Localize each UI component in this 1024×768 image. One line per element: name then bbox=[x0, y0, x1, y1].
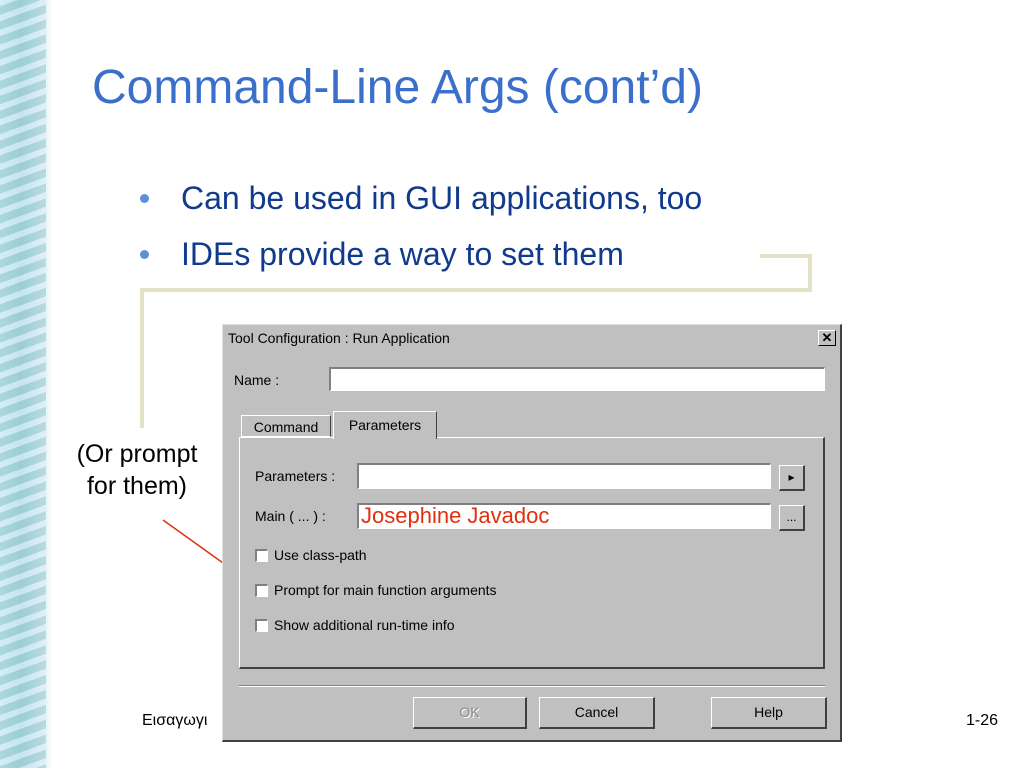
cancel-button[interactable]: Cancel bbox=[539, 697, 655, 729]
tab-parameters[interactable]: Parameters bbox=[333, 411, 437, 439]
checkbox-prompt-arguments[interactable]: Prompt for main function arguments bbox=[255, 582, 497, 598]
bullet-item: IDEs provide a way to set them bbox=[140, 226, 702, 282]
bullet-item: Can be used in GUI applications, too bbox=[140, 170, 702, 226]
tab-label: Command bbox=[253, 419, 319, 435]
connector-line bbox=[760, 254, 812, 258]
dialog-title: Tool Configuration : Run Application bbox=[228, 330, 450, 346]
main-label: Main ( ... ) : bbox=[255, 508, 326, 524]
decorative-left-strip bbox=[0, 0, 52, 768]
parameters-tab-panel bbox=[239, 437, 825, 669]
close-button[interactable]: ✕ bbox=[818, 330, 836, 346]
tab-command[interactable]: Command bbox=[241, 415, 331, 437]
help-button[interactable]: Help bbox=[711, 697, 827, 729]
connector-line bbox=[140, 288, 144, 428]
connector-line bbox=[808, 254, 812, 292]
parameters-input[interactable] bbox=[357, 463, 771, 489]
bullet-text: Can be used in GUI applications, too bbox=[181, 179, 703, 216]
slide-number: 1-26 bbox=[966, 712, 999, 729]
callout-text: (Or prompt for them) bbox=[76, 440, 198, 500]
parameters-label: Parameters : bbox=[255, 468, 336, 484]
button-separator bbox=[239, 685, 825, 687]
tool-configuration-dialog: Tool Configuration : Run Application ✕ N… bbox=[222, 324, 842, 742]
checkbox-box[interactable] bbox=[255, 548, 268, 562]
bullet-list: Can be used in GUI applications, too IDE… bbox=[140, 170, 702, 282]
ellipsis-icon: ... bbox=[786, 510, 797, 524]
bullet-text: IDEs provide a way to set them bbox=[181, 235, 624, 272]
bullet-dot-icon bbox=[140, 193, 149, 203]
tab-label: Parameters bbox=[348, 417, 422, 433]
name-input[interactable] bbox=[329, 367, 825, 391]
ok-button[interactable]: OK bbox=[413, 697, 527, 729]
slide-title: Command-Line Args (cont’d) bbox=[92, 61, 703, 114]
checkbox-label: Prompt for main function arguments bbox=[274, 582, 497, 598]
checkbox-label: Use class-path bbox=[274, 547, 367, 563]
main-browse-button[interactable]: ... bbox=[779, 505, 805, 531]
checkbox-show-runtime-info[interactable]: Show additional run-time info bbox=[255, 617, 455, 633]
checkbox-use-class-path[interactable]: Use class-path bbox=[255, 547, 367, 563]
overlay-example-text: Josephine Javadoc bbox=[361, 503, 550, 528]
main-input[interactable] bbox=[357, 503, 771, 529]
checkbox-box[interactable] bbox=[255, 618, 268, 632]
dialog-titlebar[interactable]: Tool Configuration : Run Application ✕ bbox=[225, 327, 838, 349]
close-icon: ✕ bbox=[821, 330, 833, 345]
arrow-right-icon: ▸ bbox=[788, 470, 795, 484]
checkbox-box[interactable] bbox=[255, 583, 268, 597]
parameters-menu-button[interactable]: ▸ bbox=[779, 465, 805, 491]
footer-course-text: Εισαγωγι bbox=[142, 712, 208, 729]
bullet-dot-icon bbox=[140, 249, 149, 259]
checkbox-label: Show additional run-time info bbox=[274, 617, 455, 633]
name-label: Name : bbox=[234, 372, 280, 388]
connector-line bbox=[140, 288, 812, 292]
